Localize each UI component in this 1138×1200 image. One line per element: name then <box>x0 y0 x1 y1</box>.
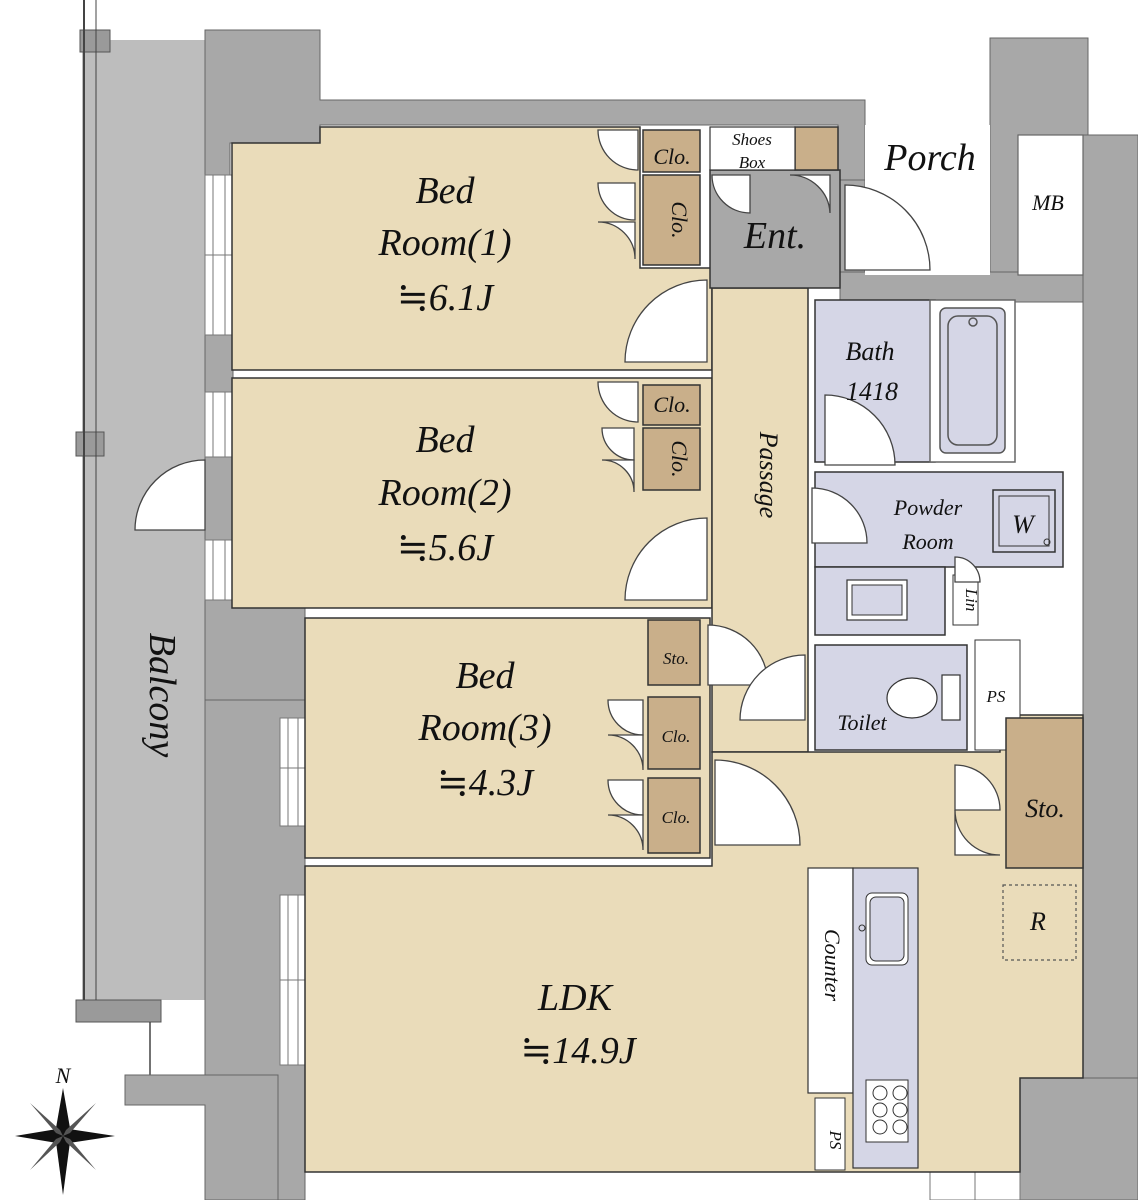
compass-icon: N <box>15 1063 115 1195</box>
bed2-title: Bed <box>415 419 475 461</box>
passage-label: Passage <box>754 431 783 519</box>
ps-label-2: PS <box>826 1130 845 1150</box>
balcony-label: Balcony <box>141 633 183 758</box>
ps-label-1: PS <box>986 687 1006 706</box>
counter-label: Counter <box>820 929 845 1002</box>
toilet-label: Toilet <box>837 710 887 735</box>
doors <box>134 129 1001 856</box>
entrance-label: Ent. <box>743 215 806 257</box>
bed1-area: ≒6.1J <box>397 277 495 319</box>
bed1-subtitle: Room(1) <box>378 222 512 264</box>
bath-size: 1418 <box>846 377 898 406</box>
storage-label-2: Sto. <box>1025 794 1065 823</box>
ldk-area: ≒14.9J <box>520 1030 637 1072</box>
compass-north-label: N <box>55 1063 72 1088</box>
closet-label-4: Clo. <box>667 440 692 477</box>
lin-label: Lin <box>962 588 981 612</box>
fridge-label: R <box>1029 907 1046 936</box>
shoes-box-line2: Box <box>739 153 766 172</box>
windows <box>204 174 1021 1200</box>
closet-label-6: Clo. <box>662 808 691 827</box>
shoes-box <box>709 126 796 171</box>
washer-label: W <box>1012 510 1036 539</box>
wash-basin <box>846 579 908 621</box>
powder-subtitle: Room <box>901 529 953 554</box>
bed2-subtitle: Room(2) <box>378 472 512 514</box>
closet-label-3: Clo. <box>653 392 690 417</box>
bed3-area: ≒4.3J <box>437 762 535 804</box>
shoes-box-line1: Shoes <box>732 130 772 149</box>
closet-label-5: Clo. <box>662 727 691 746</box>
balcony <box>75 0 208 1078</box>
storage-label-1: Sto. <box>663 649 689 668</box>
bed-room-1 <box>231 126 713 371</box>
labels: Bed Room(1) ≒6.1J Bed Room(2) ≒5.6J Bed … <box>141 130 1065 1150</box>
bed3-subtitle: Room(3) <box>418 707 552 749</box>
washer <box>992 489 1056 553</box>
powder-title: Powder <box>893 495 963 520</box>
kitchen-counter <box>807 867 919 1171</box>
toilet-fixture <box>886 674 961 721</box>
closets <box>642 126 1084 869</box>
porch-label: Porch <box>883 137 975 179</box>
closet-label-1: Clo. <box>653 144 690 169</box>
bed1-title: Bed <box>415 170 475 212</box>
ldk-title: LDK <box>537 977 614 1019</box>
bed3-title: Bed <box>455 655 515 697</box>
bed2-area: ≒5.6J <box>397 527 495 569</box>
meter-box <box>1017 134 1084 276</box>
bath-title: Bath <box>845 337 894 366</box>
mb-label: MB <box>1031 190 1064 215</box>
closet-label-2: Clo. <box>667 201 692 238</box>
fridge-space <box>1002 884 1077 961</box>
